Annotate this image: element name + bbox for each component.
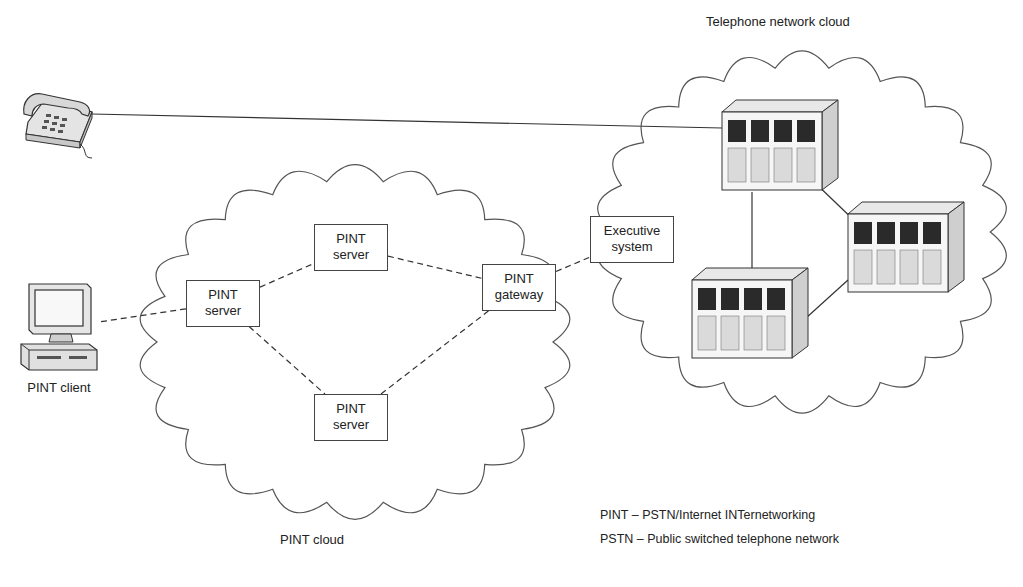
drawing-part [62, 118, 67, 121]
drawing-part [54, 116, 59, 119]
phone-line [92, 114, 722, 128]
cloud-outline [140, 165, 570, 520]
switch-rack [848, 202, 964, 292]
network-cloud: Telephone network cloudExecutive system [588, 44, 1016, 420]
drawing-part [50, 128, 55, 131]
switch-rack [692, 268, 808, 358]
process-box: PINT gateway [482, 264, 556, 311]
client-computer: PINT client [14, 282, 104, 395]
box-label: PINT gateway [490, 271, 548, 304]
dashed-link [381, 311, 489, 395]
drawing-part [58, 130, 63, 133]
drawing-part [26, 134, 80, 148]
dashed-link [388, 256, 482, 278]
cloud-label: Telephone network cloud [706, 14, 850, 29]
drawing-part [42, 114, 67, 133]
network-cloud: PINT cloudPINT serverPINT serverPINT ser… [130, 158, 580, 526]
cloud-label: PINT cloud [280, 532, 344, 547]
telephone-icon [24, 94, 92, 158]
drawing-part [46, 114, 51, 117]
box-label: PINT server [322, 401, 380, 434]
drawing-part [29, 350, 97, 351]
cloud-outline [598, 51, 1007, 413]
abbreviation-note: PINT – PSTN/Internet INTernetworking [600, 508, 815, 522]
drawing-part [52, 122, 57, 125]
dashed-link [556, 257, 590, 271]
drawing-part [60, 124, 65, 127]
drawing-part [21, 344, 97, 370]
trunk-line [751, 192, 752, 276]
process-box: PINT server [314, 224, 388, 271]
process-box: PINT server [314, 394, 388, 441]
drawing-part [21, 344, 29, 350]
dashed-link [249, 327, 325, 395]
drawing-part [35, 290, 83, 326]
switch-rack [722, 100, 838, 190]
drawing-part [29, 350, 30, 370]
abbreviation-note: PSTN – Public switched telephone network [600, 532, 839, 546]
drawing-part [24, 94, 90, 116]
process-box: PINT server [186, 280, 260, 327]
drawing-part [80, 144, 92, 158]
drawing-part [49, 334, 73, 342]
drawing-part [37, 356, 61, 359]
process-box: Executive system [590, 216, 674, 263]
drawing-part [44, 120, 49, 123]
drawing-part [69, 356, 87, 359]
trunk-line [806, 280, 848, 318]
box-label: PINT server [322, 231, 380, 264]
box-label: PINT server [194, 287, 252, 320]
icon-label: PINT client [27, 380, 90, 395]
cloud-outline [130, 158, 580, 526]
drawing-part [42, 126, 47, 129]
box-label: Executive system [598, 223, 666, 256]
drawing-part [80, 112, 92, 148]
dashed-link [260, 263, 314, 287]
drawing-part [29, 284, 91, 334]
computer-icon [17, 282, 101, 374]
